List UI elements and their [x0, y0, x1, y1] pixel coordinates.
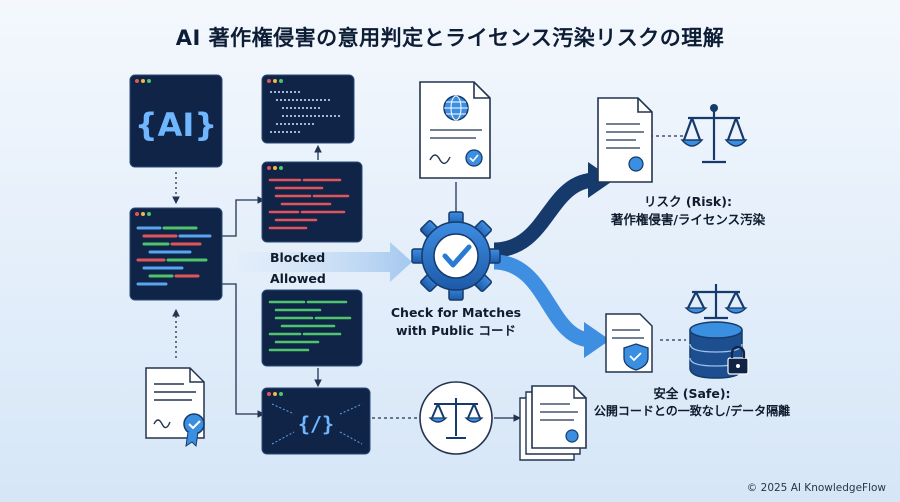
risk-description: 著作権侵害/ライセンス汚染	[610, 212, 766, 227]
safe-arrow-head	[584, 322, 610, 358]
document-stack-icon	[519, 385, 587, 461]
safe-scales-icon	[684, 284, 748, 320]
page-title: AI 著作権侵害の意用判定とライセンス汚染リスクの理解	[175, 26, 725, 50]
database-lock-icon	[689, 321, 749, 379]
safe-arrow-shaft	[493, 254, 593, 348]
allowed-code-window	[261, 289, 363, 367]
risk-scales-icon	[680, 104, 748, 164]
check-label-line1: Check for Matches	[390, 305, 522, 320]
code-bracket-label: {/}	[298, 412, 334, 436]
blocked-code-window	[261, 161, 363, 243]
connector-lines	[172, 135, 686, 422]
risk-arrow-shaft	[493, 172, 597, 258]
check-label-line2: with Public コード	[396, 323, 516, 338]
license-document-icon	[145, 367, 205, 448]
source-code-window	[129, 207, 223, 301]
public-code-document-icon	[419, 81, 491, 179]
safe-description: 公開コードとの一致なし/データ隔離	[593, 404, 791, 418]
copyright: © 2025 AI KnowledgeFlow	[746, 482, 886, 494]
ai-window: {AI}	[129, 74, 223, 168]
allowed-label: Allowed	[270, 271, 326, 286]
allowed-flow-arrow	[238, 242, 412, 282]
blocked-label: Blocked	[270, 250, 326, 265]
scales-icon	[419, 381, 493, 455]
match-check-gear-icon	[411, 211, 501, 301]
safe-title: 安全 (Safe):	[653, 386, 731, 401]
safe-document-icon	[605, 313, 653, 373]
code-bracket-window: {/}	[261, 387, 371, 455]
reference-code-window	[261, 74, 355, 144]
risk-document-icon	[597, 97, 653, 183]
risk-title: リスク (Risk):	[644, 194, 732, 209]
ai-chip-label: {AI}	[135, 106, 217, 144]
